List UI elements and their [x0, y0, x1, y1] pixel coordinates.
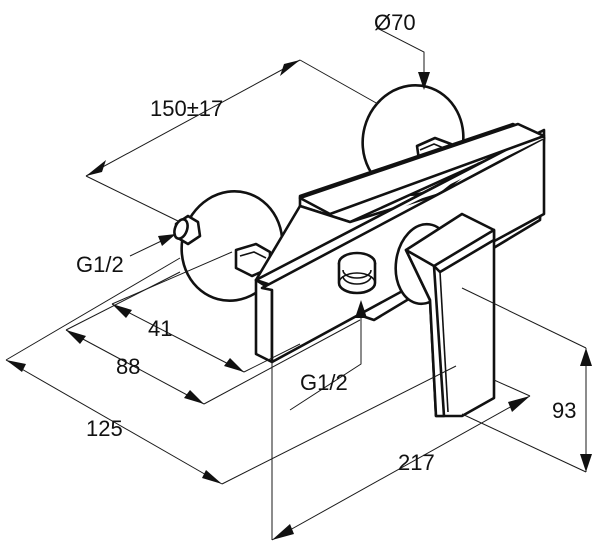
label-thread-left: G1/2 [76, 252, 124, 277]
faucet-illustration [173, 84, 546, 418]
label-93: 93 [552, 398, 576, 423]
label-88: 88 [116, 354, 140, 379]
lever-handle [394, 212, 496, 418]
label-125: 125 [86, 416, 123, 441]
dimension-lines [5, 27, 592, 541]
label-distance: 150±17 [150, 96, 223, 121]
label-d70: Ø70 [374, 10, 416, 35]
label-thread-bottom: G1/2 [300, 370, 348, 395]
label-217: 217 [398, 450, 435, 475]
mixer-body [254, 122, 546, 364]
dimension-labels: Ø70 150±17 G1/2 41 88 125 G1/2 217 93 [76, 10, 576, 475]
arrow-d70 [418, 72, 430, 90]
outlet-spout [337, 251, 377, 295]
label-41: 41 [148, 316, 172, 341]
left-threaded-stub [173, 214, 202, 246]
left-wall-flange [180, 190, 284, 302]
